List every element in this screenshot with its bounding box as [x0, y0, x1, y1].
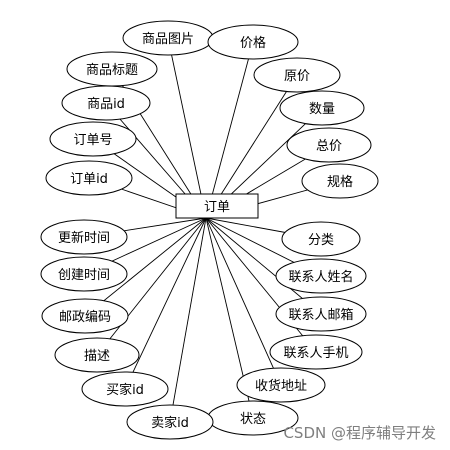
attribute-label: 订单号	[73, 133, 112, 148]
attribute-ellipse: 邮政编码	[41, 298, 129, 334]
connector-line	[167, 37, 207, 219]
attribute-label: 联系人手机	[283, 346, 348, 361]
watermark: CSDN @程序辅导开发	[283, 424, 436, 442]
attribute-label: 收货地址	[255, 378, 307, 394]
attribute-label: 邮政编码	[59, 310, 111, 325]
attribute-ellipse: 创建时间	[40, 256, 128, 292]
connector-line	[205, 217, 317, 353]
attribute-ellipse: 订单id	[45, 160, 133, 196]
attribute-ellipse: 收货地址	[236, 367, 326, 403]
attribute-ellipse: 商品标题	[66, 51, 158, 87]
attribute-label: 卖家id	[151, 415, 189, 431]
attribute-label: 创建时间	[58, 268, 110, 283]
attribute-ellipse: 描述	[54, 337, 140, 373]
attribute-ellipse: 数量	[279, 90, 365, 126]
attribute-ellipse: 买家id	[81, 371, 169, 407]
connector-line	[205, 217, 322, 315]
connector-line	[169, 217, 207, 423]
attribute-ellipse: 订单号	[49, 121, 137, 157]
entity-order: 订单	[175, 193, 259, 219]
connector-line	[84, 217, 207, 317]
attribute-label: 商品图片	[142, 32, 194, 47]
connector-line	[205, 217, 282, 386]
attribute-ellipse: 状态	[207, 400, 299, 436]
attribute-ellipse: 联系人姓名	[275, 258, 367, 294]
attribute-label: 价格	[240, 35, 266, 51]
connector-line	[205, 41, 254, 219]
attribute-label: 商品id	[87, 97, 125, 112]
attribute-ellipse: 卖家id	[126, 404, 214, 440]
attribute-label: 总价	[316, 139, 342, 154]
attribute-label: 规格	[327, 174, 353, 190]
attribute-label: 联系人邮箱	[288, 307, 353, 323]
attribute-ellipse: 联系人邮箱	[275, 296, 367, 332]
attribute-ellipse: 商品id	[61, 85, 151, 121]
attribute-ellipse: 联系人手机	[269, 334, 363, 370]
attribute-label: 订单id	[70, 172, 108, 187]
attribute-ellipse: 更新时间	[40, 219, 128, 255]
attribute-label: 更新时间	[58, 230, 110, 246]
attribute-label: 分类	[308, 233, 334, 248]
attribute-label: 商品标题	[86, 63, 138, 78]
attribute-ellipse: 价格	[207, 24, 299, 60]
attribute-label: 原价	[284, 69, 310, 84]
attribute-label: 描述	[84, 349, 110, 364]
attribute-ellipse: 商品图片	[122, 20, 214, 56]
attribute-ellipse: 原价	[253, 57, 341, 93]
attribute-ellipse: 总价	[286, 127, 372, 163]
attribute-ellipse: 分类	[281, 221, 361, 257]
entity-label: 订单	[204, 200, 230, 215]
attribute-ellipse: 规格	[301, 163, 379, 199]
attribute-label: 数量	[309, 102, 335, 117]
attribute-label: 状态	[240, 412, 266, 427]
attribute-label: 买家id	[106, 382, 144, 398]
connector-line	[96, 217, 207, 356]
attribute-label: 联系人姓名	[288, 269, 353, 285]
connector-line	[124, 217, 207, 390]
